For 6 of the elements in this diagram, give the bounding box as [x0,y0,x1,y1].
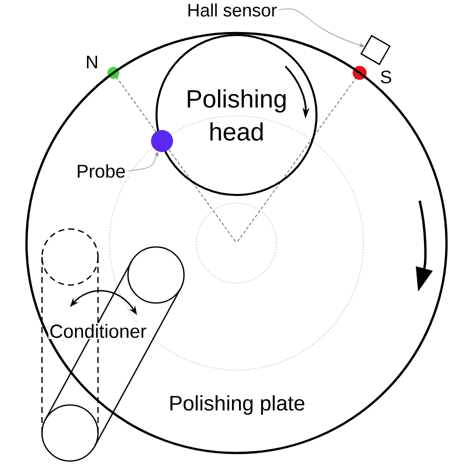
pole-label: N [86,56,98,68]
probe-dot [151,130,173,152]
sensor-label: Hall sensor [188,3,277,17]
leader-line [127,152,158,172]
probe-label: Probe [78,164,125,178]
conditioner-label: Conditioner [48,323,148,339]
